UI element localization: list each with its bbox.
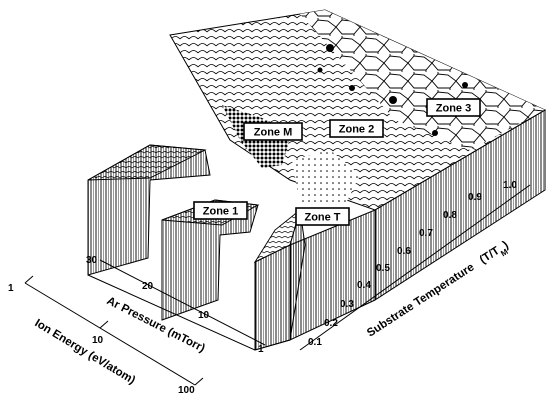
pressure-tick: 30 (86, 255, 98, 266)
back-fin (87, 144, 211, 276)
temp-tick: 0.6 (397, 246, 411, 257)
front-fin (253, 208, 306, 351)
temp-tick: 0.9 (468, 192, 482, 203)
temp-tick: 0.5 (376, 263, 390, 274)
front-wall-right (289, 109, 546, 341)
pressure-tick: 1 (258, 344, 264, 355)
temp-tick: 0.2 (324, 318, 338, 329)
ion-energy-tick: 10 (92, 335, 104, 346)
zone-m-text: Zone M (254, 127, 293, 139)
temp-tick: 0.1 (308, 337, 322, 348)
ion-energy-label: Ion Energy (eV/atom) (32, 317, 137, 387)
temp-tick: 1.0 (503, 180, 517, 191)
block-top-surface (169, 9, 547, 211)
ion-energy-tick: 100 (178, 385, 195, 396)
ion-energy-tick: 1 (8, 283, 14, 294)
temp-tick: 0.3 (340, 299, 354, 310)
zone-2-text: Zone 2 (339, 124, 374, 136)
base-edges (87, 274, 291, 351)
temp-tick: 0.7 (419, 228, 433, 239)
zone-t-text: Zone T (304, 212, 340, 224)
zone-t-label: Zone T (295, 207, 350, 226)
temp-tick: 0.8 (443, 210, 457, 221)
zone-1-text: Zone 1 (203, 206, 238, 218)
temp-tick: 0.4 (357, 280, 371, 291)
zone-1-label: Zone 1 (193, 201, 248, 220)
zone-2-label: Zone 2 (329, 119, 384, 138)
zone-m-label: Zone M (243, 122, 303, 141)
pressure-tick: 10 (198, 310, 210, 321)
zone-3-text: Zone 3 (436, 103, 471, 115)
zone-3-label: Zone 3 (426, 98, 481, 117)
pressure-tick: 20 (142, 281, 154, 292)
